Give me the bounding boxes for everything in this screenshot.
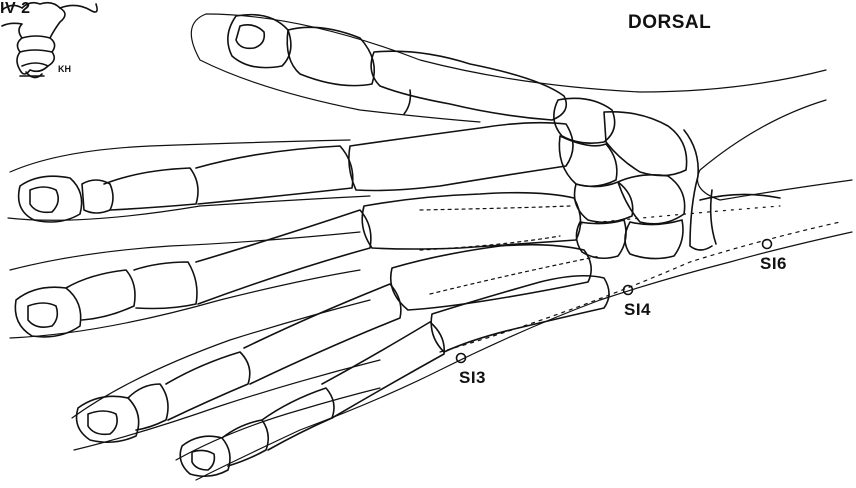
si3-label: SI3 — [459, 368, 486, 388]
skin-outline — [8, 14, 852, 480]
middle-finger-bones — [15, 193, 580, 337]
thumb-bones — [228, 15, 566, 120]
little-finger-bones — [180, 276, 609, 477]
si6-label: SI6 — [760, 254, 787, 274]
acupoint-markers — [457, 240, 772, 363]
inset-label: IV 2 — [0, 0, 30, 18]
si4-label: SI4 — [624, 300, 651, 320]
si6-point-marker — [763, 240, 772, 249]
view-label: DORSAL — [628, 12, 711, 34]
inset-mark: KH — [58, 64, 71, 74]
index-finger-bones — [19, 123, 573, 222]
carpal-bones — [554, 98, 780, 258]
